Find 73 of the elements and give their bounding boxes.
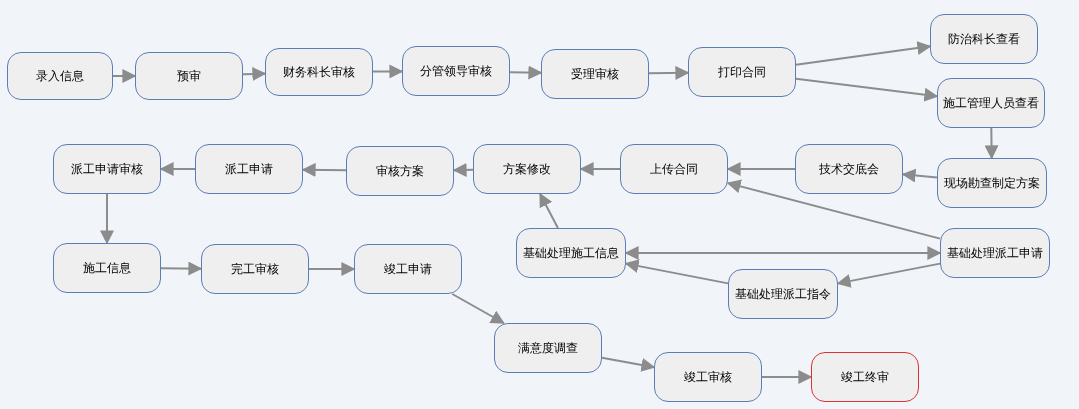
arrow <box>451 293 505 324</box>
process-box <box>402 46 510 96</box>
arrow <box>601 356 656 372</box>
process-box <box>937 158 1047 208</box>
box-label: 审核方案 <box>376 163 424 179</box>
process-box <box>940 228 1050 278</box>
box-label: 录入信息 <box>36 68 84 84</box>
box-label: 分管领导审核 <box>420 63 492 79</box>
arrow <box>795 77 939 102</box>
arrow <box>624 259 729 285</box>
box-label: 施工信息 <box>83 260 131 276</box>
arrow <box>648 65 690 80</box>
process-box <box>7 52 113 100</box>
arrow <box>836 262 941 288</box>
arrow <box>579 162 621 176</box>
box-label: 竣工申请 <box>384 261 432 277</box>
arrow <box>901 168 938 183</box>
process-box <box>620 144 728 194</box>
arrow <box>100 193 114 245</box>
process-box <box>541 49 649 99</box>
process-box <box>811 352 919 402</box>
box-label: 技术交底会 <box>819 161 879 177</box>
process-box <box>346 146 454 196</box>
box-label: 财务科长审核 <box>283 64 355 80</box>
process-box <box>135 52 243 100</box>
box-label: 打印合同 <box>718 64 766 80</box>
box-label: 竣工审核 <box>684 369 732 385</box>
arrow <box>539 192 559 229</box>
process-box <box>53 243 161 293</box>
arrow <box>624 246 942 260</box>
arrow <box>726 162 796 176</box>
process-box <box>494 323 602 373</box>
process-box <box>930 14 1038 64</box>
box-label: 派工申请审核 <box>71 161 143 177</box>
arrow <box>301 162 347 177</box>
box-label: 施工管理人员查看 <box>943 95 1039 111</box>
box-label: 满意度调查 <box>518 340 578 356</box>
process-box <box>937 78 1045 128</box>
process-box <box>795 144 903 194</box>
arrow <box>726 179 941 240</box>
process-box <box>688 47 796 97</box>
box-label: 基础处理派工指令 <box>735 286 831 302</box>
process-box <box>354 244 462 294</box>
arrow <box>308 262 356 276</box>
box-label: 现场勘查制定方案 <box>944 175 1040 191</box>
arrow <box>160 261 203 276</box>
arrow <box>159 162 196 176</box>
process-box <box>728 269 838 319</box>
box-label: 预审 <box>177 68 201 84</box>
process-box <box>516 228 626 278</box>
box-label: 基础处理派工申请 <box>947 245 1043 261</box>
box-label: 方案修改 <box>503 161 551 177</box>
box-label: 派工申请 <box>225 161 273 177</box>
arrow <box>795 41 932 66</box>
process-box <box>473 144 581 194</box>
arrow <box>761 370 813 384</box>
box-label: 上传合同 <box>650 161 698 177</box>
process-box <box>195 144 303 194</box>
process-box <box>265 48 373 96</box>
process-box <box>201 244 309 294</box>
arrow <box>509 65 543 80</box>
arrow <box>452 162 474 177</box>
process-box <box>53 144 161 194</box>
box-label: 防治科长查看 <box>948 31 1020 47</box>
process-box <box>654 352 762 402</box>
arrow <box>112 69 137 83</box>
arrow <box>242 67 267 82</box>
arrow <box>984 127 999 160</box>
box-label: 竣工终审 <box>841 369 889 385</box>
arrow <box>372 64 404 79</box>
box-label: 基础处理施工信息 <box>523 245 619 261</box>
box-label: 受理审核 <box>571 66 619 82</box>
box-label: 完工审核 <box>231 261 279 277</box>
